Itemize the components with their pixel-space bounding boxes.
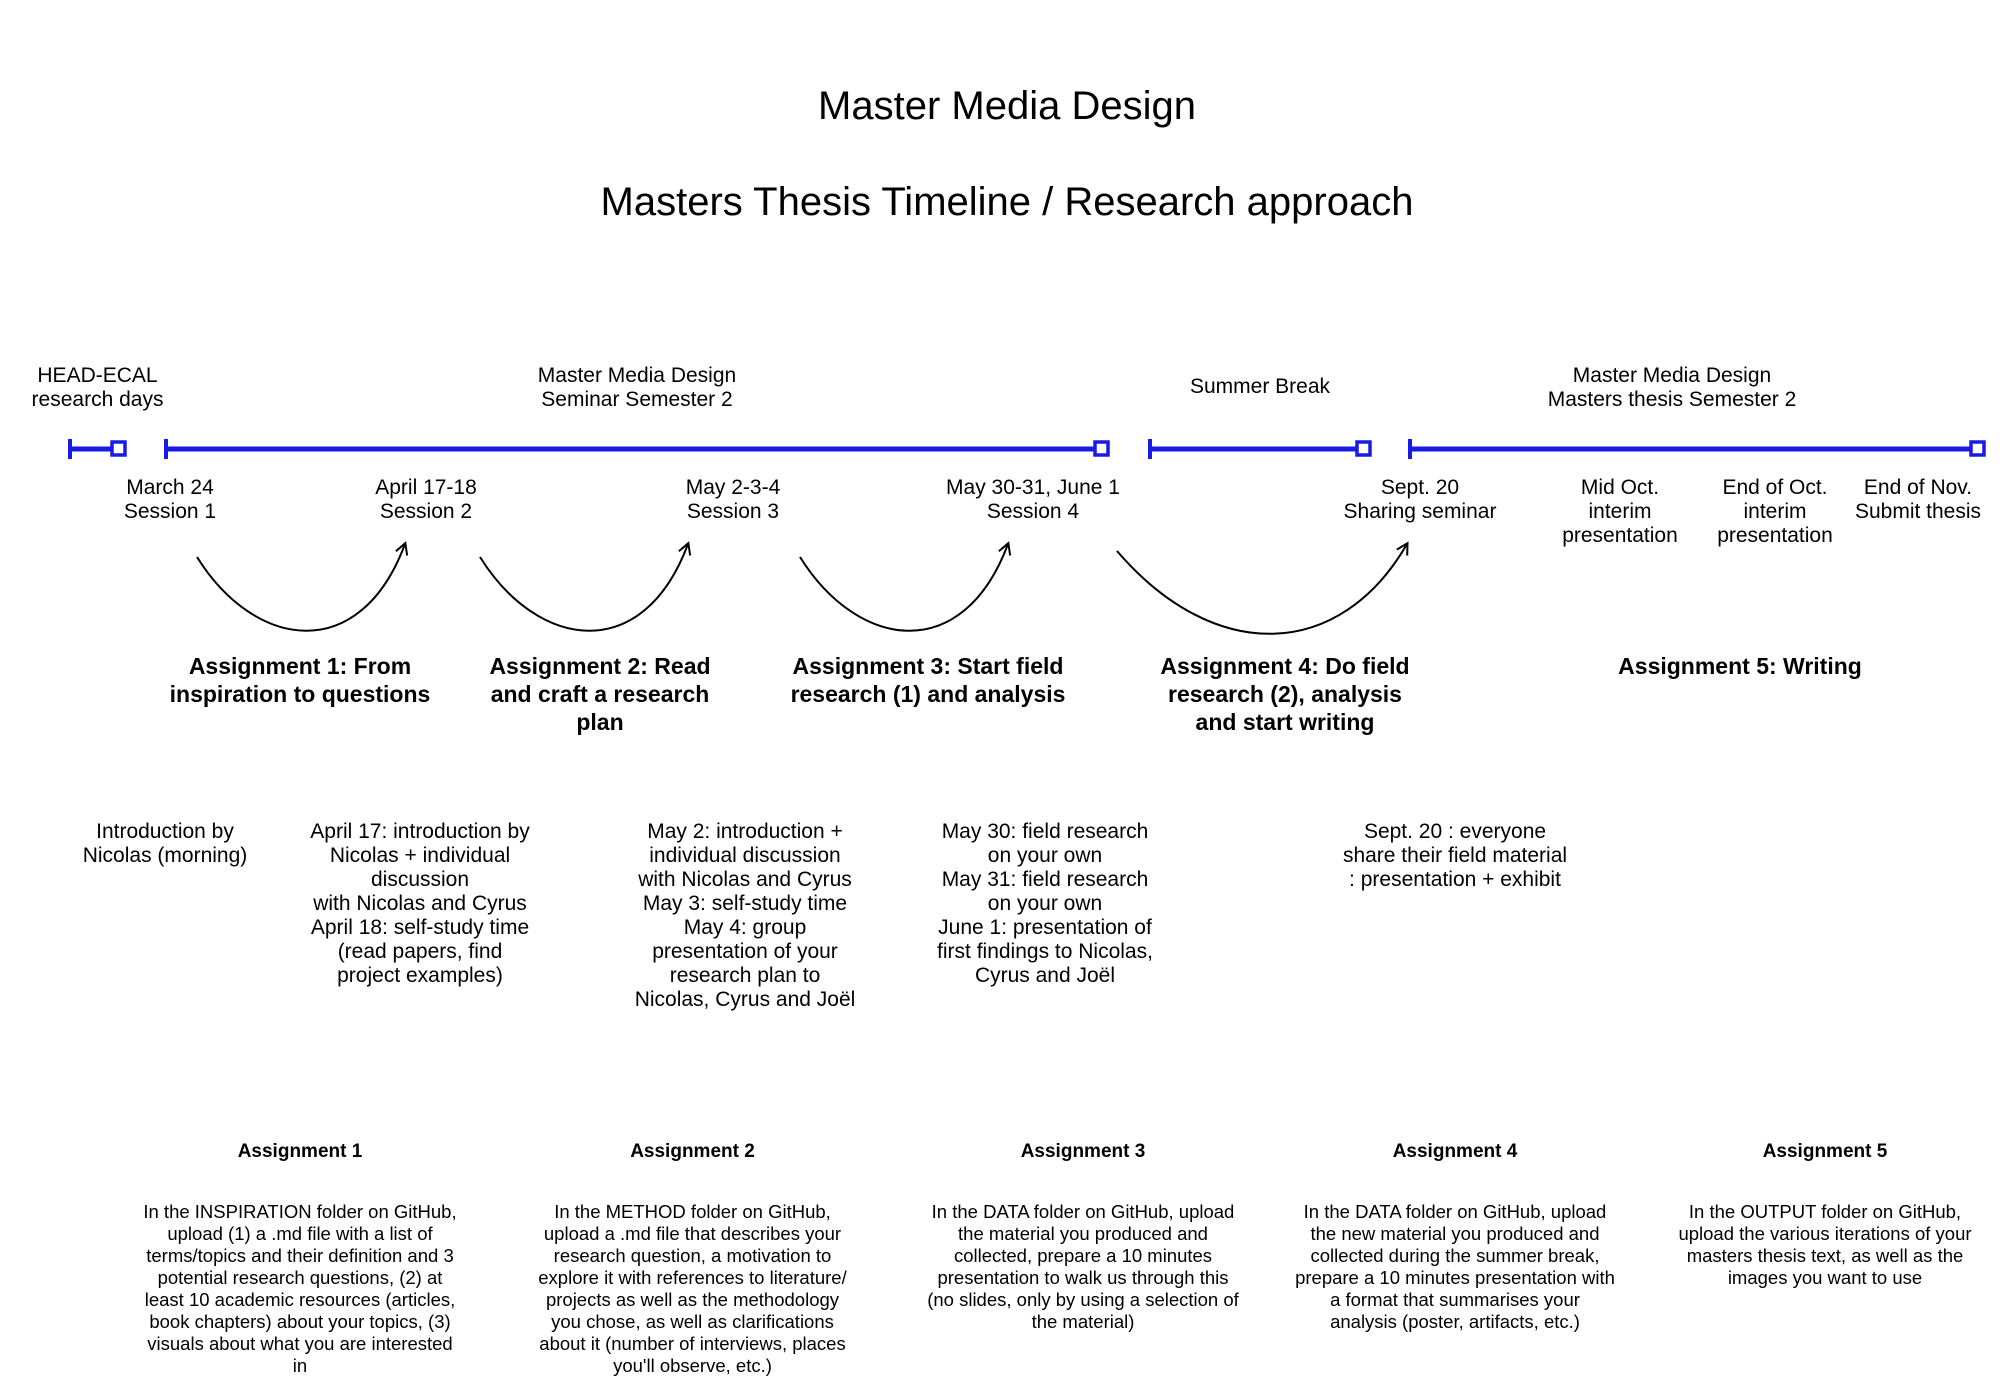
timeline-segment-seminar (164, 439, 1110, 459)
assignment-card-body: In the INSPIRATION folder on GitHub, upl… (143, 1201, 457, 1376)
assignment-card-3: Assignment 3 In the DATA folder on GitHu… (908, 1123, 1258, 1351)
session-2: April 17-18 Session 2 (375, 476, 477, 523)
assignment-arrow-2 (479, 544, 688, 632)
title-line-2: Masters Thesis Timeline / Research appro… (600, 180, 1414, 224)
milestone-mid-oct: Mid Oct. interim presentation (1562, 476, 1678, 547)
assignment-card-title: Assignment 1 (237, 1141, 363, 1162)
assignment-arrow-3 (799, 544, 1008, 632)
segment-label-research-days: HEAD-ECAL research days (31, 364, 164, 411)
assignment-card-body: In the DATA folder on GitHub, upload the… (1295, 1201, 1615, 1332)
session-3: May 2-3-4 Session 3 (685, 476, 781, 523)
timeline-segment-summer-break (1148, 439, 1372, 459)
assignment-card-body: In the OUTPUT folder on GitHub, upload t… (1678, 1201, 1972, 1288)
title-line-1: Master Media Design (818, 84, 1196, 128)
timeline-segment-research-days (68, 439, 127, 459)
session-detail-4: May 30: field research on your own May 3… (937, 820, 1153, 987)
assignment-card-title: Assignment 3 (1020, 1141, 1146, 1162)
timeline-segment-thesis (1408, 439, 1986, 459)
assignment-arrow-4 (1116, 544, 1407, 635)
assignment-heading-5: Assignment 5: Writing (1618, 653, 1862, 679)
sharing-seminar: Sept. 20 Sharing seminar (1343, 476, 1497, 523)
assignment-heading-3: Assignment 3: Start field research (1) a… (790, 653, 1066, 707)
session-detail-3: May 2: introduction + individual discuss… (634, 820, 856, 1011)
page-title: Master Media Design Masters Thesis Timel… (0, 34, 2014, 274)
session-detail-sharing: Sept. 20 : everyone share their field ma… (1342, 820, 1568, 891)
assignment-card-title: Assignment 2 (630, 1141, 755, 1162)
segment-label-seminar: Master Media Design Seminar Semester 2 (537, 364, 737, 411)
milestone-end-oct: End of Oct. interim presentation (1717, 476, 1833, 547)
session-4: May 30-31, June 1 Session 4 (946, 476, 1120, 523)
assignment-card-body: In the METHOD folder on GitHub, upload a… (538, 1201, 847, 1376)
assignment-card-title: Assignment 5 (1762, 1141, 1888, 1162)
segment-label-summer-break: Summer Break (1189, 375, 1331, 398)
assignment-card-1: Assignment 1 In the INSPIRATION folder o… (125, 1123, 475, 1395)
assignment-heading-4: Assignment 4: Do field research (2), ana… (1160, 653, 1410, 735)
segment-label-thesis: Master Media Design Masters thesis Semes… (1547, 364, 1797, 411)
session-1: March 24 Session 1 (123, 476, 217, 523)
assignment-arrow-1 (196, 544, 405, 632)
assignment-heading-2: Assignment 2: Read and craft a research … (489, 653, 711, 735)
assignment-card-title: Assignment 4 (1392, 1141, 1518, 1162)
assignment-heading-1: Assignment 1: From inspiration to questi… (169, 653, 431, 707)
milestone-end-nov: End of Nov. Submit thesis (1854, 476, 1982, 523)
assignment-card-body: In the DATA folder on GitHub, upload the… (927, 1201, 1239, 1332)
session-detail-2: April 17: introduction by Nicolas + indi… (310, 820, 530, 987)
assignment-card-2: Assignment 2 In the METHOD folder on Git… (520, 1123, 865, 1395)
session-detail-1: Introduction by Nicolas (morning) (82, 820, 248, 867)
assignment-card-4: Assignment 4 In the DATA folder on GitHu… (1275, 1123, 1635, 1351)
assignment-card-5: Assignment 5 In the OUTPUT folder on Git… (1650, 1123, 2000, 1307)
